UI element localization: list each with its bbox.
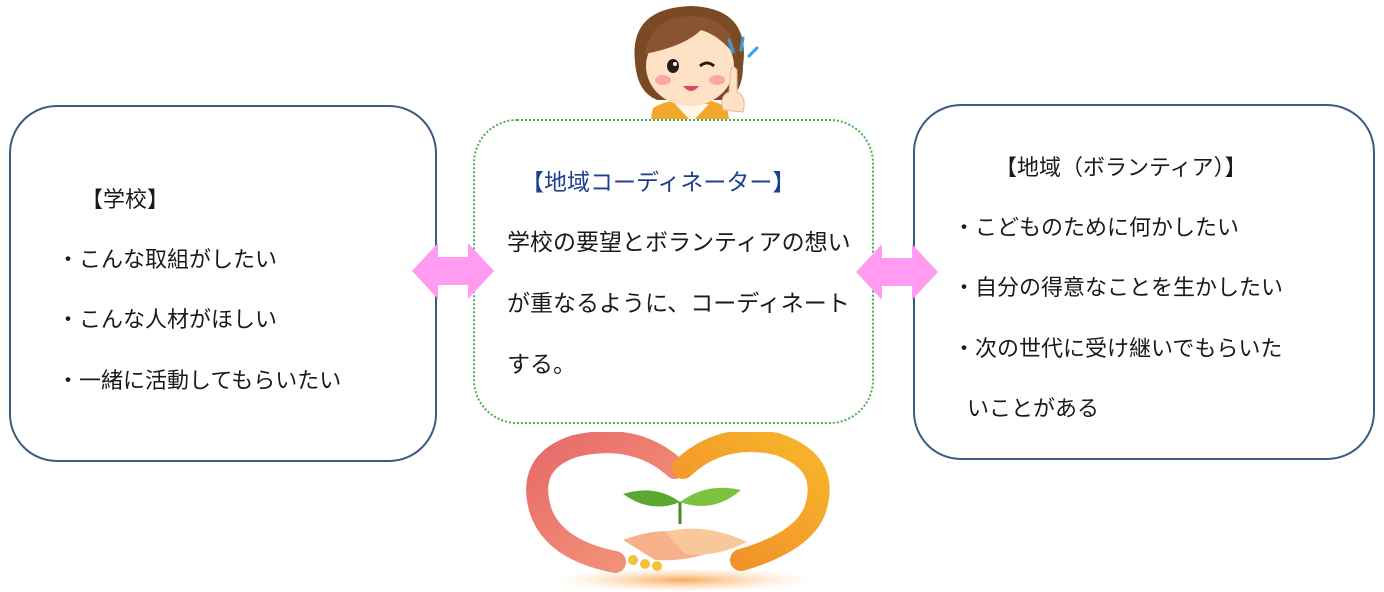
woman-pointing-icon [634,6,759,134]
community-item: いことがある [967,397,1100,422]
coordinator-description: 学校の要望とボランティアの想いが重なるように、コーディネートする。 [507,230,851,378]
school-item: ・一緒に活動してもらいたい [57,369,342,394]
community-item: ・自分の得意なことを生かしたい [953,276,1284,301]
coordinator-heading: 【地域コーディネーター】 [521,170,796,196]
heart-sprout-handshake-icon [526,432,830,592]
school-item: ・こんな取組がしたい [57,248,278,273]
community-box: 【地域（ボランティア）】 ・こどものために何かしたい ・自分の得意なことを生かし… [913,104,1375,460]
double-arrow-icon [856,244,938,300]
coordinator-box: 【地域コーディネーター】 学校の要望とボランティアの想いが重なるように、コーディ… [473,119,874,424]
school-box: 【学校】 ・こんな取組がしたい ・こんな人材がほしい ・一緒に活動してもらいたい [9,105,437,462]
community-heading: 【地域（ボランティア）】 [995,156,1247,181]
school-item: ・こんな人材がほしい [57,308,278,333]
community-item: ・こどものために何かしたい [953,216,1240,241]
community-item: ・次の世代に受け継いでもらいた [953,337,1283,362]
school-heading: 【学校】 [81,188,170,213]
double-arrow-icon [412,243,494,299]
